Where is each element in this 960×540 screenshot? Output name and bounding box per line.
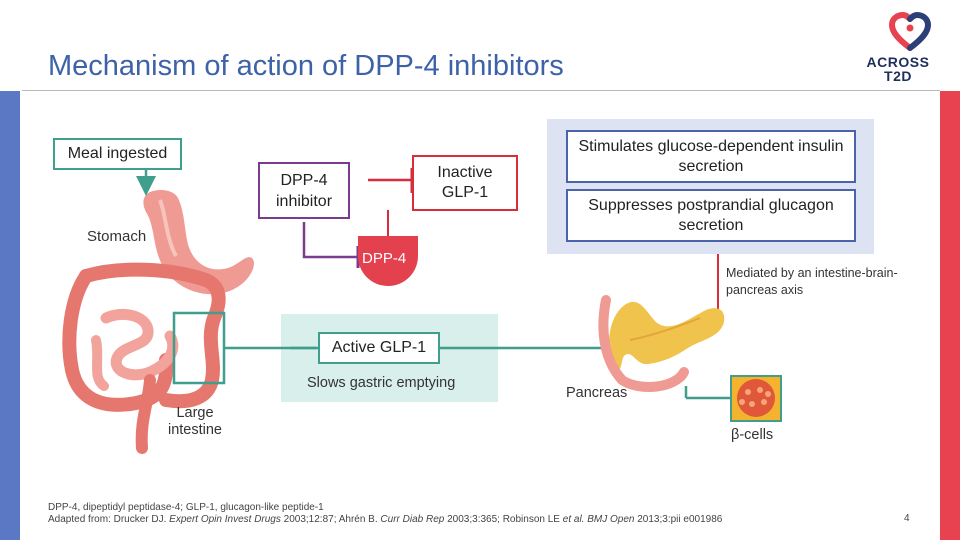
pancreas-label: Pancreas — [566, 385, 628, 401]
stomach-label: Stomach — [87, 228, 147, 245]
logo-line-2: T2D — [884, 68, 912, 84]
title-divider — [22, 90, 940, 91]
mediated-by-note: Mediated by an intestine-brain-pancreas … — [726, 266, 898, 297]
active-glp1-box: Active GLP-1 — [318, 332, 440, 364]
dpp4-inhibitor-box: DPP-4 inhibitor — [258, 162, 350, 219]
across-t2d-logo-icon — [888, 12, 932, 51]
dpp4-enzyme-shape — [358, 236, 418, 286]
effect-box-insulin: Stimulates glucose-dependent insulin sec… — [566, 130, 856, 183]
footnote-abbreviations: DPP-4, dipeptidyl peptidase-4; GLP-1, gl… — [48, 502, 324, 513]
logo-line-1: ACROSS — [866, 54, 930, 70]
effect-box-glucagon: Suppresses postprandial glucagon secreti… — [566, 189, 856, 242]
page-title: Mechanism of action of DPP-4 inhibitors — [48, 50, 564, 82]
logo-text: ACROSS T2D — [866, 55, 930, 83]
left-accent-band — [0, 91, 20, 540]
slows-gastric-label: Slows gastric emptying — [307, 375, 456, 391]
footnote: DPP-4, dipeptidyl peptidase-4; GLP-1, gl… — [48, 502, 722, 526]
page-number: 4 — [904, 513, 910, 524]
pancreas-illustration — [598, 295, 725, 392]
meal-ingested-box: Meal ingested — [53, 138, 182, 170]
beta-cells-illustration — [730, 375, 782, 422]
dpp4-label: DPP-4 — [362, 250, 407, 267]
beta-cells-label: β-cells — [731, 427, 774, 443]
intestine-illustration — [62, 262, 226, 454]
right-accent-band — [940, 91, 960, 540]
large-intestine-label: Large intestine — [167, 405, 222, 438]
footnote-references: Adapted from: Drucker DJ. Expert Opin In… — [48, 514, 723, 525]
inactive-glp1-box: Inactive GLP-1 — [412, 155, 518, 211]
